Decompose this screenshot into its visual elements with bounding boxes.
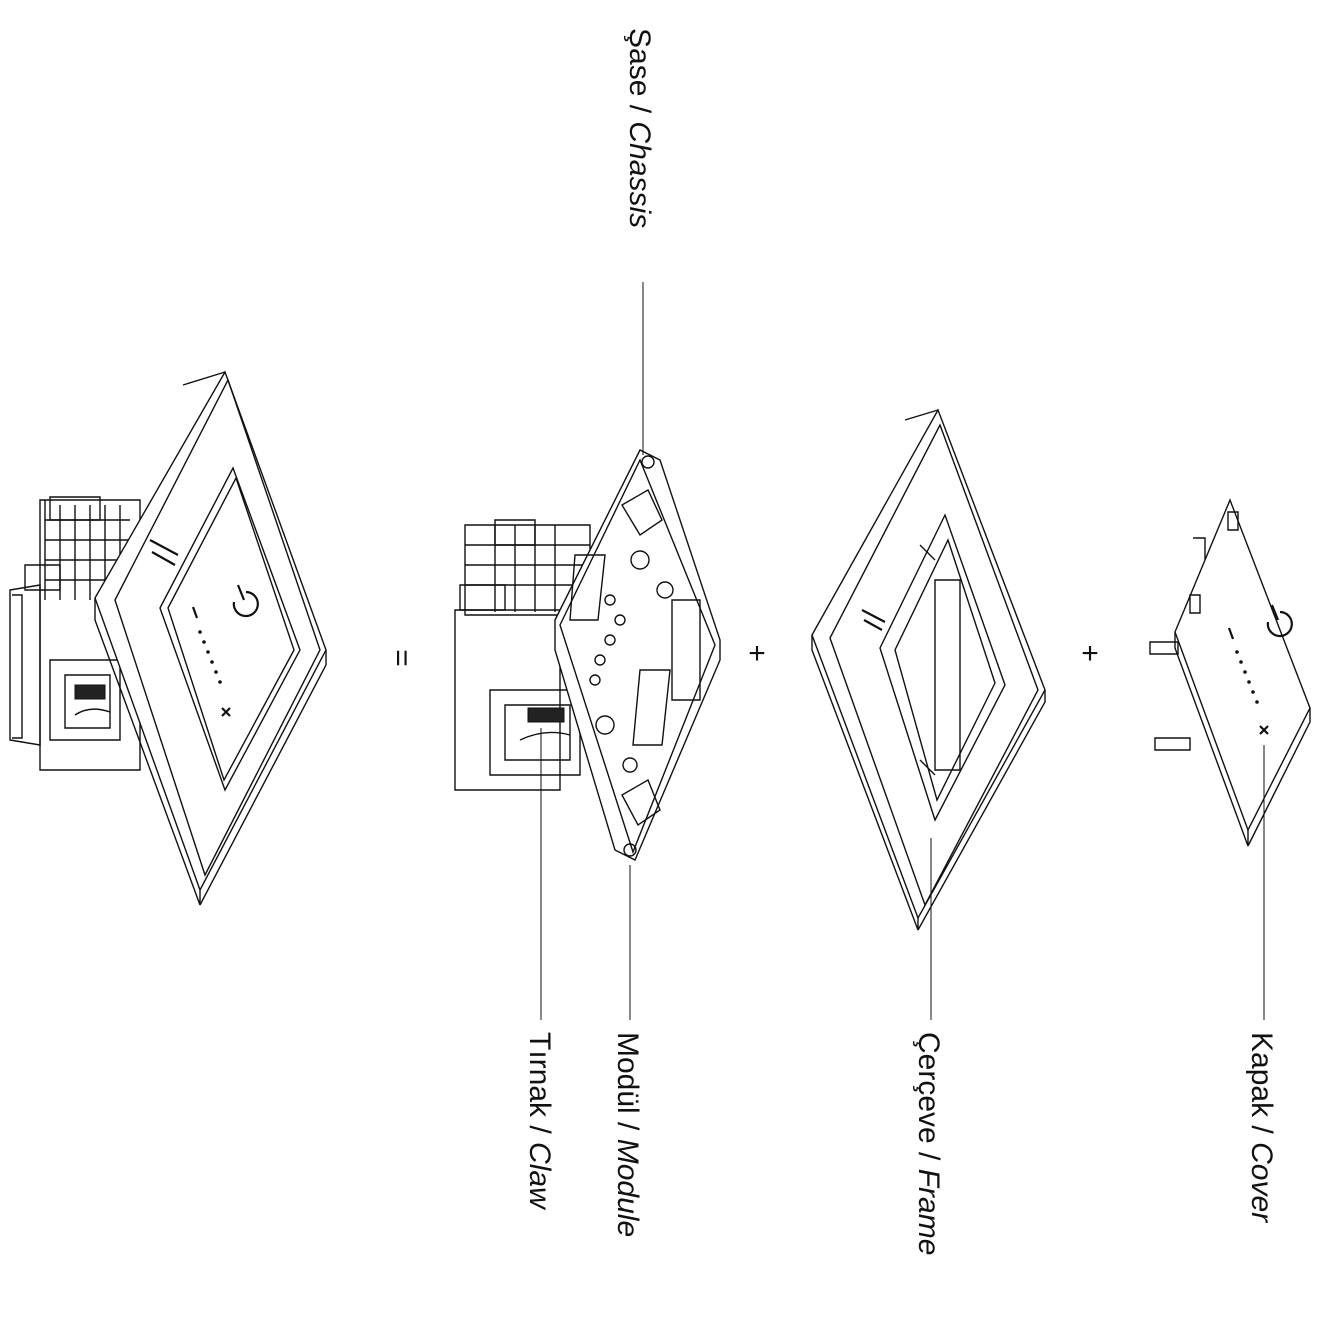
frame xyxy=(811,408,1046,931)
leader-lines xyxy=(540,282,1265,1020)
label-cover: Kapak / Cover xyxy=(1245,1032,1278,1223)
label-frame-en: Frame xyxy=(912,1169,945,1256)
label-chassis-sep: / xyxy=(623,96,656,121)
label-claw-tr: Tırnak xyxy=(523,1032,556,1118)
label-chassis-en: Chassis xyxy=(623,121,656,228)
label-frame-tr: Çerçeve xyxy=(912,1032,945,1144)
label-module-en: Module xyxy=(611,1139,644,1237)
label-chassis: Şase / Chassis xyxy=(623,28,656,228)
plus-sign-2: + xyxy=(1081,637,1099,670)
label-module-tr: Modül xyxy=(611,1032,644,1114)
label-cover-sep: / xyxy=(1245,1117,1278,1142)
module-with-chassis xyxy=(454,449,721,861)
label-cover-tr: Kapak xyxy=(1245,1032,1278,1118)
label-claw-en: Claw xyxy=(523,1142,556,1211)
label-module: Modül / Module xyxy=(611,1032,644,1237)
label-frame-sep: / xyxy=(912,1144,945,1169)
label-claw-sep: / xyxy=(523,1117,556,1142)
assembled-switch xyxy=(9,370,327,906)
cover xyxy=(1149,498,1311,847)
label-module-sep: / xyxy=(611,1114,644,1139)
label-cover-en: Cover xyxy=(1245,1142,1278,1223)
label-frame: Çerçeve / Frame xyxy=(912,1032,945,1255)
label-chassis-tr: Şase xyxy=(623,28,656,96)
plus-sign-1: + xyxy=(748,637,766,670)
equals-sign: = xyxy=(385,649,418,667)
label-claw: Tırnak / Claw xyxy=(523,1032,556,1211)
